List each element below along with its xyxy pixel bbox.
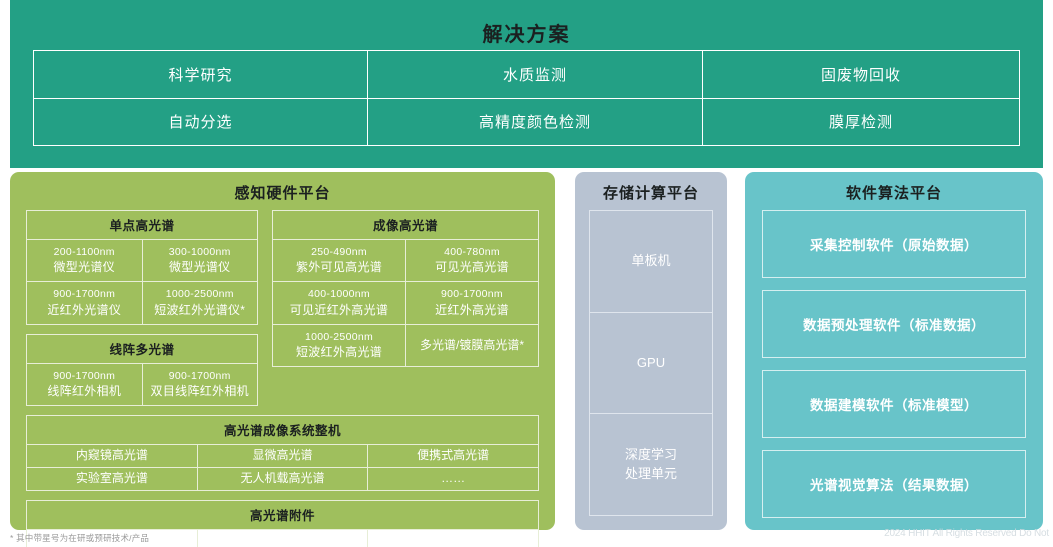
table-row: 自动分选 高精度颜色检测 膜厚检测: [34, 97, 1019, 145]
hw-cell[interactable]: 内窥镜高光谱: [75, 448, 148, 463]
table-row: 200-1100nm 微型光谱仪 300-1000nm 微型光谱仪: [27, 239, 258, 282]
footnote: * 其中带星号为在研或预研技术/产品: [10, 533, 150, 543]
table-imaging-system: 高光谱成像系统整机 内窥镜高光谱 显微高光谱 便携式高光谱 实验室高光谱 无人机…: [26, 415, 539, 492]
table-title: 高光谱附件: [249, 509, 315, 524]
spectral-range: 250-490nm: [311, 246, 367, 258]
table-line-array-multispectral: 线阵多光谱 900-1700nm 线阵红外相机 900-1700nm 双目线阵红…: [26, 333, 258, 407]
software-item-acquisition-control[interactable]: 采集控制软件（原始数据）: [762, 210, 1026, 278]
table-imaging-hyperspectral: 成像高光谱 250-490nm 紫外可见高光谱 400-780nm 可见光高光谱: [272, 210, 539, 368]
hardware-right-column: 成像高光谱 250-490nm 紫外可见高光谱 400-780nm 可见光高光谱: [272, 210, 539, 406]
hw-cell[interactable]: 900-1700nm 近红外高光谱: [405, 282, 538, 324]
hw-cell[interactable]: 900-1700nm 近红外光谱仪: [27, 282, 142, 323]
spacer: [26, 325, 258, 334]
table-row: 内窥镜高光谱 显微高光谱 便携式高光谱: [27, 444, 538, 468]
device-label: 线阵红外相机: [47, 383, 122, 398]
table-row: 900-1700nm 近红外光谱仪 1000-2500nm 短波红外光谱仪*: [27, 281, 258, 324]
spacer: [26, 406, 539, 415]
solution-cell-scientific-research[interactable]: 科学研究: [168, 66, 233, 84]
device-label: 近红外高光谱: [435, 302, 509, 317]
device-label: 短波红外光谱仪*: [154, 302, 246, 317]
spectral-range: 900-1700nm: [53, 288, 116, 301]
hw-cell[interactable]: 便携式高光谱: [367, 445, 538, 468]
hw-cell[interactable]: 滤光片: [367, 530, 538, 547]
hardware-top-row: 单点高光谱 200-1100nm 微型光谱仪 300-1000nm 微型光谱仪: [26, 210, 539, 407]
perception-hardware-panel: 感知硬件平台 单点高光谱 200-1100nm 微型光谱仪: [10, 172, 555, 547]
hw-cell[interactable]: 显微高光谱: [196, 445, 368, 468]
spectral-range: 900-1700nm: [168, 369, 231, 382]
hw-cell[interactable]: 250-490nm 紫外可见高光谱: [273, 240, 405, 281]
solution-cell-water-quality[interactable]: 水质监测: [367, 51, 703, 98]
hw-cell[interactable]: 900-1700nm 双目线阵红外相机: [141, 363, 258, 406]
spectral-range: 400-1000nm: [308, 288, 370, 301]
storage-platform-title: 存储计算平台: [602, 185, 699, 202]
table-title: 成像高光谱: [372, 219, 438, 233]
software-item-modeling[interactable]: 数据建模软件（标准模型）: [762, 370, 1026, 438]
table-row: 400-1000nm 可见近红外高光谱 900-1700nm 近红外高光谱: [273, 281, 538, 324]
device-label: 短波红外高光谱: [295, 344, 383, 359]
solution-cell-color-detection[interactable]: 高精度颜色检测: [367, 98, 703, 145]
hw-cell[interactable]: 光源（点/线/面）: [196, 530, 368, 547]
hw-cell[interactable]: 300-1000nm 微型光谱仪: [141, 240, 258, 282]
spacer: [26, 491, 539, 500]
table-single-point-hyperspectral: 单点高光谱 200-1100nm 微型光谱仪 300-1000nm 微型光谱仪: [26, 210, 258, 325]
watermark: 2024 HHIT All Rights Reserved Do Not: [884, 528, 1049, 539]
solution-cell-film-thickness[interactable]: 膜厚检测: [828, 114, 893, 132]
hw-cell[interactable]: 多光谱/镀膜高光谱*: [405, 324, 538, 367]
spectral-range: 1000-2500nm: [304, 330, 374, 343]
table-accessories: 高光谱附件 镜头 光源（点/线/面） 滤光片 标准反射率板/布 积分球 ……: [26, 500, 539, 547]
device-label: 近红外光谱仪: [47, 302, 122, 317]
solution-cell-auto-sorting[interactable]: 自动分选: [168, 114, 233, 132]
table-row: 250-490nm 紫外可见高光谱 400-780nm 可见光高光谱: [273, 239, 538, 282]
solutions-header-band: 解决方案 科学研究 水质监测 固废物回收 自动分选 高精度颜色检测 膜厚检测: [10, 0, 1043, 168]
device-label: 可见光高光谱: [435, 260, 509, 275]
spectral-range: 200-1100nm: [53, 246, 115, 258]
storage-item-gpu[interactable]: GPU: [590, 311, 712, 414]
software-algorithm-panel: 软件算法平台 采集控制软件（原始数据） 数据预处理软件（标准数据） 数据建模软件…: [745, 172, 1043, 530]
device-label: 微型光谱仪: [168, 260, 231, 275]
solutions-table: 科学研究 水质监测 固废物回收 自动分选 高精度颜色检测 膜厚检测: [33, 50, 1020, 146]
spectral-range: 400-780nm: [444, 246, 500, 258]
table-row: 900-1700nm 线阵红外相机 900-1700nm 双目线阵红外相机: [27, 362, 258, 406]
table-title: 高光谱成像系统整机: [223, 424, 341, 439]
device-label: 双目线阵红外相机: [150, 383, 249, 398]
hardware-platform-title: 感知硬件平台: [234, 185, 331, 202]
table-title: 线阵多光谱: [109, 342, 175, 357]
spectral-range: 900-1700nm: [53, 369, 116, 382]
software-item-preprocessing[interactable]: 数据预处理软件（标准数据）: [762, 290, 1026, 358]
software-item-spectral-vision-algorithm[interactable]: 光谱视觉算法（结果数据）: [762, 450, 1026, 518]
hw-cell[interactable]: 1000-2500nm 短波红外光谱仪*: [141, 282, 258, 324]
hardware-left-column: 单点高光谱 200-1100nm 微型光谱仪 300-1000nm 微型光谱仪: [26, 210, 258, 407]
hw-cell[interactable]: 400-1000nm 可见近红外高光谱: [273, 282, 405, 323]
page-title: 解决方案: [482, 24, 571, 46]
spectral-range: 300-1000nm: [168, 246, 231, 258]
storage-items-list: 单板机 GPU 深度学习 处理单元: [589, 210, 713, 516]
storage-item-single-board[interactable]: 单板机: [631, 253, 671, 269]
hw-cell[interactable]: 镜头: [99, 533, 124, 547]
hw-cell[interactable]: 无人机载高光谱: [196, 468, 368, 491]
hw-cell[interactable]: 200-1100nm 微型光谱仪: [27, 240, 142, 281]
software-items-list: 采集控制软件（原始数据） 数据预处理软件（标准数据） 数据建模软件（标准模型） …: [762, 210, 1026, 518]
device-label: 紫外可见高光谱: [295, 260, 383, 275]
hw-cell[interactable]: 900-1700nm 线阵红外相机: [27, 364, 142, 405]
table-title: 单点高光谱: [109, 219, 175, 233]
hw-cell[interactable]: 400-780nm 可见光高光谱: [405, 240, 538, 282]
hw-cell[interactable]: 1000-2500nm 短波红外高光谱: [273, 325, 405, 366]
table-row: 实验室高光谱 无人机载高光谱 ……: [27, 467, 538, 491]
table-row: 1000-2500nm 短波红外高光谱 多光谱/镀膜高光谱*: [273, 323, 538, 367]
table-row: 镜头 光源（点/线/面） 滤光片: [27, 529, 538, 547]
spectral-range: 1000-2500nm: [165, 288, 234, 301]
device-label: 微型光谱仪: [53, 260, 115, 275]
hw-cell[interactable]: ……: [367, 468, 538, 491]
table-row: 科学研究 水质监测 固废物回收: [34, 51, 1019, 98]
storage-computing-panel: 存储计算平台 单板机 GPU 深度学习 处理单元: [575, 172, 727, 530]
hw-cell[interactable]: 实验室高光谱: [75, 471, 148, 486]
hardware-tables-container: 单点高光谱 200-1100nm 微型光谱仪 300-1000nm 微型光谱仪: [26, 210, 539, 547]
device-label: 可见近红外高光谱: [289, 302, 389, 317]
spectral-range: 900-1700nm: [441, 288, 503, 301]
software-platform-title: 软件算法平台: [845, 185, 942, 202]
solution-cell-solid-waste[interactable]: 固废物回收: [820, 66, 901, 84]
storage-item-deep-learning-unit[interactable]: 深度学习 处理单元: [590, 413, 712, 515]
